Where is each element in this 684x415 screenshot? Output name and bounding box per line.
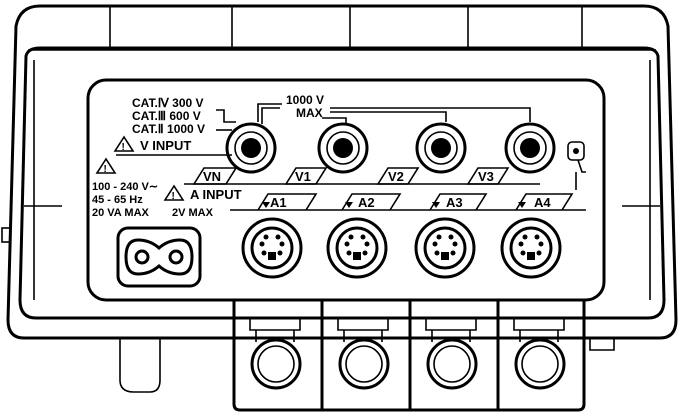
svg-text:!: ! (172, 191, 175, 202)
connector-cover-a4[interactable] (513, 317, 566, 390)
housing (1, 4, 678, 393)
voltage-label-v2: V2 (388, 169, 404, 184)
v-input-label: V INPUT (140, 138, 191, 153)
warning-triangle-icon: ! (163, 184, 185, 202)
connector-cover-row (232, 298, 586, 412)
current-input-a1[interactable] (241, 217, 303, 279)
current-label-a3: A3 (446, 195, 463, 210)
current-input-a4[interactable] (500, 217, 562, 279)
warning-triangle-icon: ! (113, 135, 135, 153)
voltage-terminal-v2[interactable] (415, 122, 467, 174)
max-voltage-callout: 1000 V MAX (257, 93, 531, 124)
voltage-label-v3: V3 (478, 169, 494, 184)
max-voltage-sub-label: MAX (296, 106, 323, 120)
kensington-lock-icon (567, 141, 586, 190)
a-max-label: 2V MAX (172, 207, 214, 219)
a-input-label-group: ! ! A INPUT 2V MAX (95, 157, 242, 219)
power-inlet-icon (116, 226, 202, 288)
power-frequency: 45 - 65 Hz (92, 194, 143, 206)
power-spec: 100 - 240 V∼ 45 - 65 Hz 20 VA MAX (92, 181, 158, 219)
voltage-terminal-v3[interactable] (504, 122, 556, 174)
connector-cover-a2[interactable] (337, 317, 390, 390)
current-label-a1: A1 (270, 195, 287, 210)
voltage-terminal-v1[interactable] (317, 122, 369, 174)
svg-text:!: ! (122, 142, 125, 153)
voltage-label-vn: VN (203, 169, 221, 184)
warning-triangle-icon: ! (95, 157, 117, 175)
cat-line-iii: CAT.Ⅲ 600 V (132, 109, 201, 123)
cat-line-ii: CAT.Ⅱ 1000 V (132, 122, 205, 136)
svg-text:!: ! (104, 164, 107, 175)
current-label-row: A1 A2 A3 A4 (230, 193, 586, 211)
current-input-a3[interactable] (414, 217, 476, 279)
a-input-label: A INPUT (190, 187, 242, 202)
max-voltage-label: 1000 V (286, 93, 324, 107)
power-rating: 20 VA MAX (92, 207, 150, 219)
cat-line-iv: CAT.Ⅳ 300 V (132, 96, 204, 110)
category-ratings: CAT.Ⅳ 300 V CAT.Ⅲ 600 V CAT.Ⅱ 1000 V (132, 96, 236, 136)
v-input-label-group: ! V INPUT (113, 135, 232, 156)
current-label-a4: A4 (534, 195, 551, 210)
connector-cover-a1[interactable] (249, 317, 302, 390)
power-voltage: 100 - 240 V∼ (92, 181, 158, 193)
connector-cover-a3[interactable] (425, 317, 478, 390)
voltage-terminal-vn[interactable] (225, 122, 277, 174)
current-label-a2: A2 (358, 195, 375, 210)
current-input-a2[interactable] (326, 217, 388, 279)
voltage-label-v1: V1 (295, 169, 311, 184)
voltage-label-row: VN V1 V2 V3 (184, 167, 540, 185)
